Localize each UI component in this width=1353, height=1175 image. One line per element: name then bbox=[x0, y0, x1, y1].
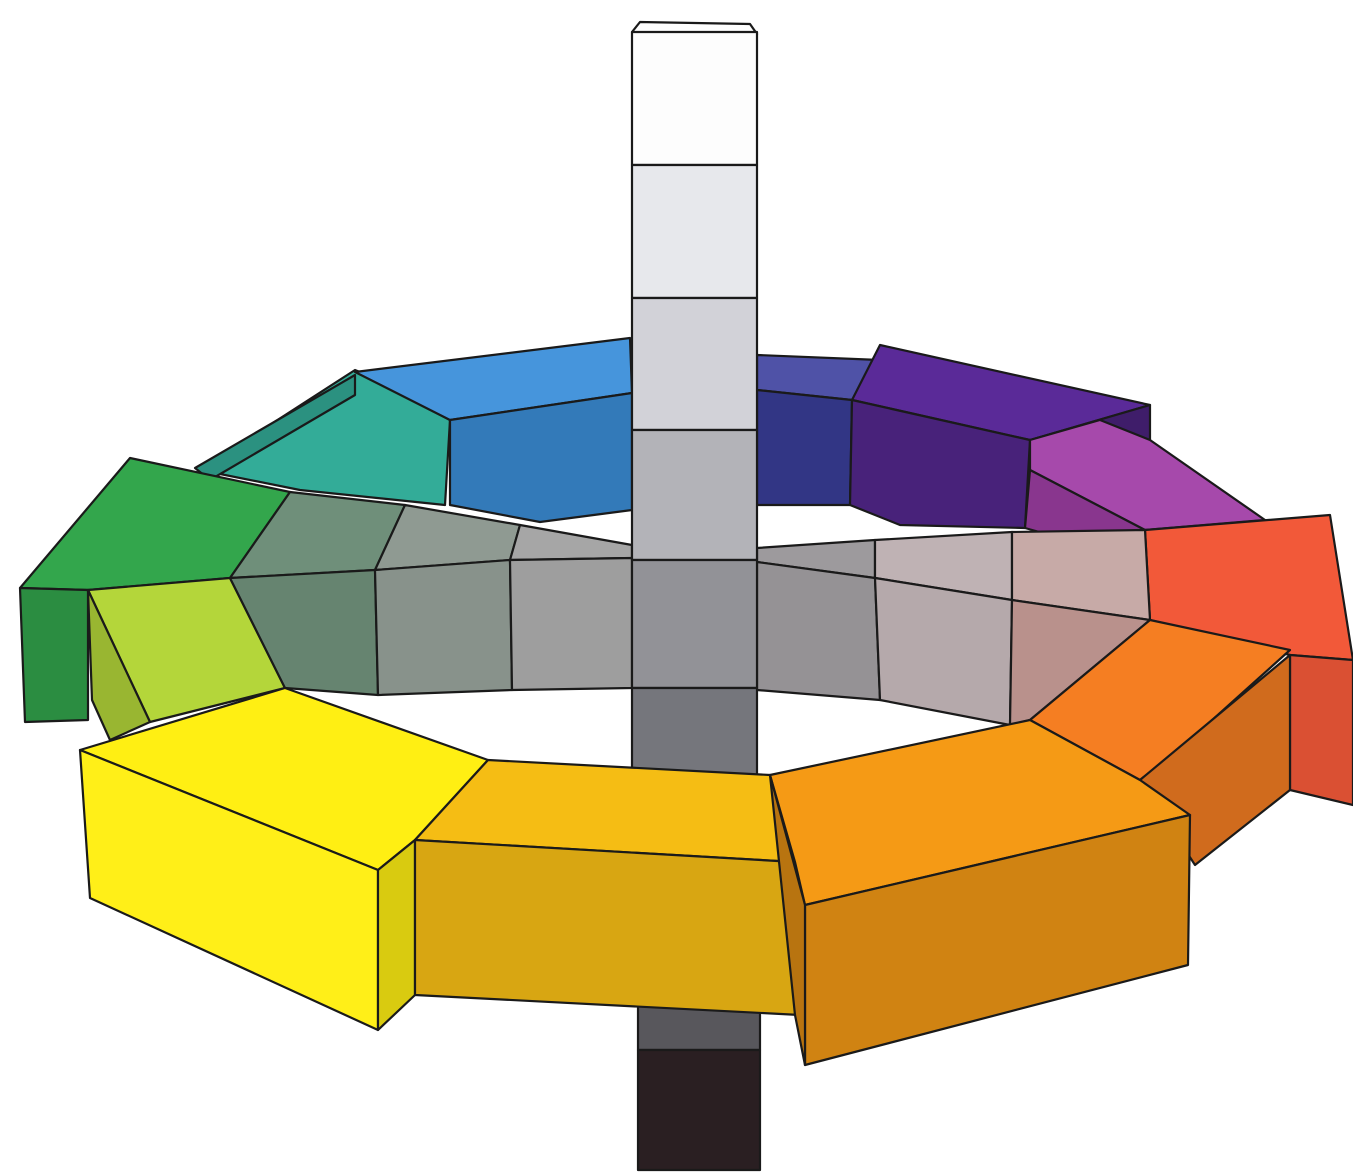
ring-segment bbox=[510, 558, 632, 690]
hue-block-front bbox=[415, 840, 800, 1015]
hue-block-front bbox=[20, 588, 88, 722]
gray-axis-step bbox=[632, 688, 757, 775]
gray-axis-step bbox=[632, 560, 757, 688]
ring-segment bbox=[875, 578, 1012, 725]
hue-block-orange bbox=[770, 720, 1190, 1065]
hue-block-yellow-orange bbox=[415, 760, 800, 1015]
hue-block-side bbox=[378, 840, 415, 1030]
hue-block-front bbox=[1290, 655, 1353, 805]
gray-axis-step bbox=[632, 430, 757, 560]
ring-segment bbox=[375, 560, 512, 695]
ring-segment bbox=[757, 562, 880, 700]
gray-axis-step bbox=[632, 32, 757, 165]
gray-axis-step bbox=[632, 165, 757, 298]
gray-axis-step bbox=[638, 1050, 760, 1170]
hue-block-front bbox=[757, 390, 852, 505]
gray-axis-step bbox=[632, 298, 757, 430]
ring-segment bbox=[510, 525, 632, 560]
